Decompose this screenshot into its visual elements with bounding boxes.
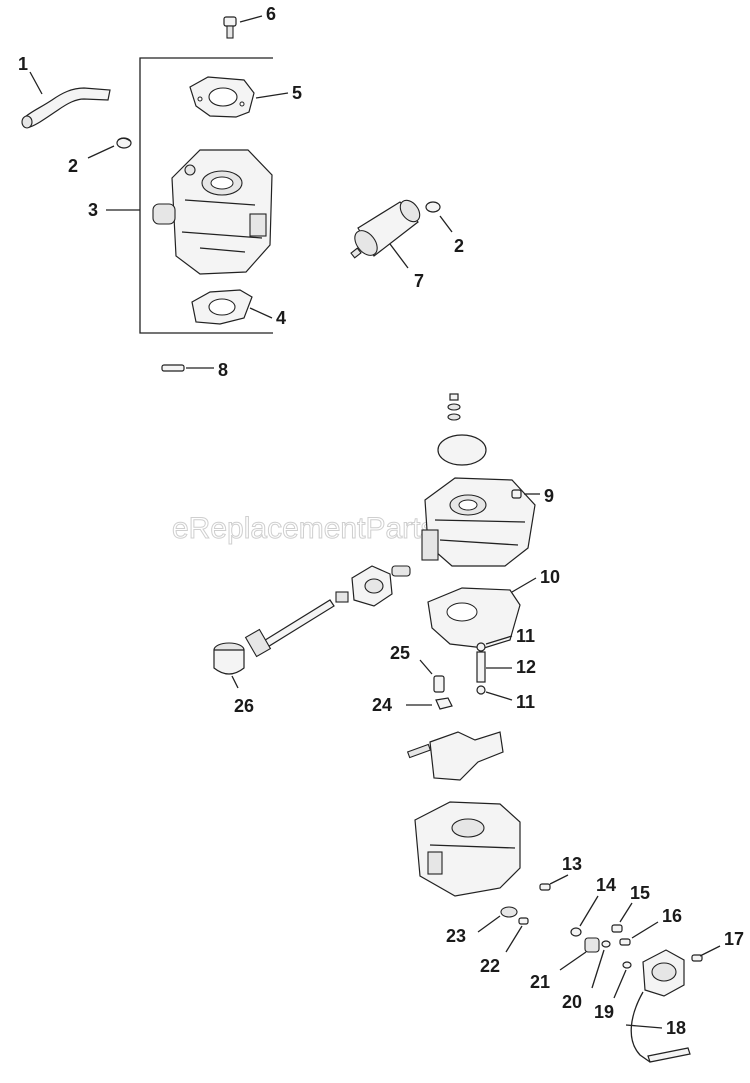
part-5-bolt-hole-left xyxy=(197,96,203,102)
throttle-spring xyxy=(335,591,349,603)
part-8-screw xyxy=(161,364,185,372)
callout-22: 22 xyxy=(480,956,500,976)
callout-24: 24 xyxy=(372,695,392,715)
choke-fitting xyxy=(391,565,411,577)
part-20-oring xyxy=(601,940,611,948)
float-assembly xyxy=(406,731,504,781)
callout-4: 4 xyxy=(276,308,286,328)
callout-9: 9 xyxy=(544,486,554,506)
part-1-fuel-line-end xyxy=(21,115,33,129)
part-11-oring-bottom xyxy=(476,685,486,695)
callout-25: 25 xyxy=(390,643,410,663)
part-5-gasket-hole xyxy=(208,87,238,107)
callout-11-bottom: 11 xyxy=(516,692,535,712)
callout-14: 14 xyxy=(596,875,616,895)
callout-1: 1 xyxy=(18,54,28,74)
callout-2-left: 2 xyxy=(68,156,78,176)
callout-18: 18 xyxy=(666,1018,686,1038)
part-11-oring-top xyxy=(476,642,486,652)
callout-7: 7 xyxy=(414,271,424,291)
part-13-screw xyxy=(539,883,551,891)
cover-washer-1 xyxy=(447,403,461,411)
callout-15: 15 xyxy=(630,883,650,903)
cover-washer-2 xyxy=(447,413,461,421)
choke-housing-bore xyxy=(364,578,384,594)
lower-carb-body xyxy=(414,801,521,897)
callout-8: 8 xyxy=(218,360,228,380)
part-19-washer xyxy=(622,961,632,969)
callout-2-right: 2 xyxy=(454,236,464,256)
callout-12: 12 xyxy=(516,657,536,677)
callout-13: 13 xyxy=(562,854,582,874)
callout-21: 21 xyxy=(530,972,550,992)
part-26-cap xyxy=(213,649,245,675)
part-6-screw-shank xyxy=(226,25,234,39)
part-7-fuel-filter xyxy=(350,199,421,259)
callout-10: 10 xyxy=(540,567,560,587)
callout-26: 26 xyxy=(234,696,254,716)
part-3-carburetor xyxy=(152,149,273,275)
part-9-bolt xyxy=(511,489,522,499)
callout-23: 23 xyxy=(446,926,466,946)
callout-20: 20 xyxy=(562,992,582,1012)
throttle-shaft xyxy=(244,599,335,658)
part-23-spring xyxy=(500,906,518,918)
callout-11-top: 11 xyxy=(516,626,535,646)
part-16-screw xyxy=(619,938,631,946)
part-25-jet xyxy=(433,675,445,693)
callout-3: 3 xyxy=(88,200,98,220)
part-12-pin xyxy=(476,651,486,683)
cover-plate xyxy=(437,434,487,466)
callout-5: 5 xyxy=(292,83,302,103)
part-15-jet xyxy=(611,924,623,933)
callout-16: 16 xyxy=(662,906,682,926)
part-5-bolt-hole-right xyxy=(239,101,245,107)
callout-17: 17 xyxy=(724,929,744,949)
upper-carb-body xyxy=(421,477,536,567)
callout-19: 19 xyxy=(594,1002,614,1022)
part-21-nozzle xyxy=(584,937,600,953)
assembly-bracket xyxy=(139,57,273,334)
part-10-gasket-hole xyxy=(446,602,478,622)
part-6-screw-head xyxy=(223,16,237,27)
part-2-clamp-left-band xyxy=(117,137,131,142)
part-14-washer xyxy=(570,927,582,937)
callout-6: 6 xyxy=(266,4,276,24)
part-1-fuel-line xyxy=(23,87,111,128)
part-24-clip xyxy=(435,697,453,710)
cover-screw xyxy=(449,393,459,401)
part-4-gasket-hole xyxy=(208,298,236,316)
part-2-clamp-right xyxy=(425,201,441,213)
part-22-screw xyxy=(518,917,529,925)
part-18-solenoid xyxy=(630,949,691,1063)
part-17-screw xyxy=(691,954,703,962)
